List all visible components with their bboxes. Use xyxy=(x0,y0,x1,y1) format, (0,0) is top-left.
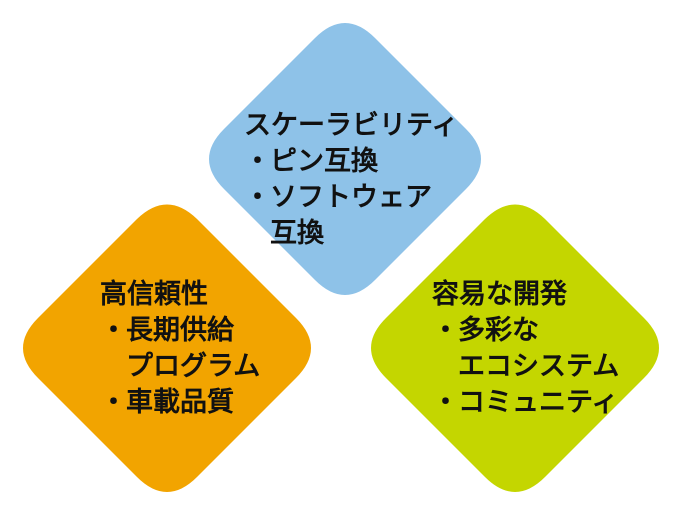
right-item-1-line-1: 多彩な xyxy=(458,315,539,346)
left-item-2-line-1: 車載品質 xyxy=(126,387,234,418)
top-item-2: ・ソフトウェア xyxy=(244,180,458,216)
left-item-1-line-2: プログラム xyxy=(126,351,261,382)
top-item-1-line-1: ピン互換 xyxy=(270,146,378,177)
bullet: ・ xyxy=(100,315,127,346)
left-diamond-text: 高信頼性 ・長期供給 プログラム ・車載品質 xyxy=(100,277,260,421)
left-diamond xyxy=(23,204,311,492)
left-item-1-line-1: 長期供給 xyxy=(126,315,234,346)
left-item-1: ・長期供給 xyxy=(100,313,260,349)
bullet: ・ xyxy=(100,387,127,418)
right-item-1-line-2: エコシステム xyxy=(458,351,620,382)
right-item-2: ・コミュニティ xyxy=(432,385,619,421)
right-diamond xyxy=(371,204,659,492)
top-diamond-text: スケーラビリティ ・ピン互換 ・ソフトウェア 互換 xyxy=(244,108,458,252)
right-item-2-line-1: コミュニティ xyxy=(458,387,619,418)
bullet: ・ xyxy=(432,387,459,418)
top-diamond xyxy=(209,23,481,295)
top-item-2-line-2: 互換 xyxy=(270,218,324,249)
bullet: ・ xyxy=(244,182,271,213)
right-diamond-title: 容易な開発 xyxy=(432,279,567,310)
bullet: ・ xyxy=(432,315,459,346)
top-diamond-title: スケーラビリティ xyxy=(244,110,459,141)
left-item-2: ・車載品質 xyxy=(100,385,260,421)
left-diamond-title: 高信頼性 xyxy=(100,279,208,310)
right-item-1: ・多彩な xyxy=(432,313,619,349)
top-item-1: ・ピン互換 xyxy=(244,144,458,180)
top-item-2-line-1: ソフトウェア xyxy=(270,182,432,213)
bullet: ・ xyxy=(244,146,271,177)
right-diamond-text: 容易な開発 ・多彩な エコシステム ・コミュニティ xyxy=(432,277,619,421)
